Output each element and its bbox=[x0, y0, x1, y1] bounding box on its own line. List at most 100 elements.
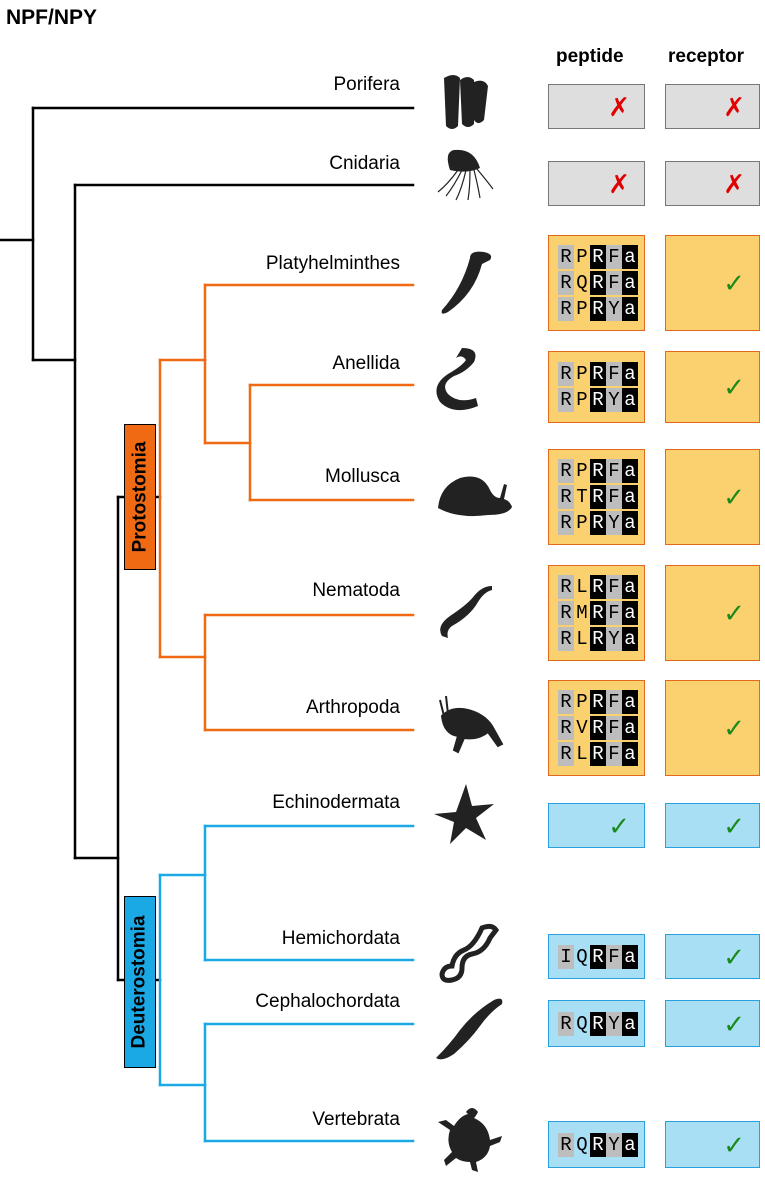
residue: R bbox=[558, 1132, 574, 1157]
residue: T bbox=[576, 486, 588, 508]
residue: R bbox=[558, 716, 574, 740]
turtle-icon bbox=[438, 1108, 502, 1172]
receptor-cell: ✓ bbox=[665, 1000, 760, 1047]
residue: V bbox=[576, 717, 588, 739]
taxon-label: Vertebrata bbox=[312, 1109, 400, 1130]
residue: R bbox=[558, 271, 574, 295]
residue: a bbox=[622, 459, 638, 483]
residue: a bbox=[622, 388, 638, 412]
taxon-label: Arthropoda bbox=[305, 697, 400, 718]
residue: R bbox=[590, 742, 606, 766]
taxon-label: Cnidaria bbox=[329, 153, 400, 174]
residue: R bbox=[558, 575, 574, 599]
residue: F bbox=[606, 601, 622, 625]
residue: R bbox=[590, 1011, 606, 1036]
peptide-column-header: peptide bbox=[556, 46, 624, 67]
residue: Y bbox=[606, 511, 622, 535]
residue: F bbox=[606, 690, 622, 714]
acorn-worm-icon bbox=[439, 923, 500, 983]
taxon-label: Nematoda bbox=[312, 580, 400, 601]
receptor-cell: ✗ bbox=[665, 161, 760, 206]
residue: Y bbox=[606, 388, 622, 412]
residue: R bbox=[558, 388, 574, 412]
residue: I bbox=[558, 944, 574, 969]
present-mark-icon: ✓ bbox=[723, 1009, 745, 1040]
residue: R bbox=[590, 601, 606, 625]
residue: Y bbox=[606, 297, 622, 321]
residue: a bbox=[622, 742, 638, 766]
receptor-cell: ✓ bbox=[665, 803, 760, 848]
taxon-label: Anellida bbox=[332, 353, 400, 374]
residue: R bbox=[590, 511, 606, 535]
receptor-cell: ✗ bbox=[665, 84, 760, 129]
present-mark-icon: ✓ bbox=[723, 373, 745, 403]
receptor-column-header: receptor bbox=[668, 46, 745, 67]
residue: F bbox=[606, 362, 622, 386]
residue: F bbox=[606, 271, 622, 295]
residue: R bbox=[558, 245, 574, 269]
taxon-label: Porifera bbox=[333, 74, 400, 95]
residue: a bbox=[622, 245, 638, 269]
residue: F bbox=[606, 742, 622, 766]
residue: a bbox=[622, 601, 638, 625]
lancelet-icon bbox=[436, 998, 503, 1060]
residue: Y bbox=[606, 1011, 622, 1036]
residue: R bbox=[590, 245, 606, 269]
residue: R bbox=[558, 690, 574, 714]
receptor-cell: ✓ bbox=[665, 565, 760, 661]
residue: a bbox=[622, 297, 638, 321]
absent-mark-icon: ✗ bbox=[723, 92, 745, 123]
protostomia-label: Protostomia bbox=[124, 424, 156, 570]
residue: a bbox=[622, 1011, 638, 1036]
residue: R bbox=[558, 1011, 574, 1036]
residue: R bbox=[590, 627, 606, 651]
residue: R bbox=[590, 362, 606, 386]
residue: Y bbox=[606, 1132, 622, 1157]
residue: a bbox=[622, 362, 638, 386]
receptor-cell: ✓ bbox=[665, 1121, 760, 1168]
residue: Y bbox=[606, 627, 622, 651]
receptor-cell: ✓ bbox=[665, 351, 760, 423]
absent-mark-icon: ✗ bbox=[608, 92, 630, 123]
taxon-label: Hemichordata bbox=[281, 928, 400, 949]
residue: P bbox=[576, 246, 588, 268]
present-mark-icon: ✓ bbox=[723, 811, 745, 842]
residue: R bbox=[590, 1132, 606, 1157]
residue: a bbox=[622, 271, 638, 295]
residue: P bbox=[576, 298, 588, 320]
residue: a bbox=[622, 716, 638, 740]
segmented-worm-icon bbox=[436, 348, 478, 411]
receptor-cell: ✓ bbox=[665, 235, 760, 331]
residue: a bbox=[622, 511, 638, 535]
residue: R bbox=[558, 511, 574, 535]
grasshopper-icon bbox=[439, 695, 504, 754]
residue: R bbox=[590, 485, 606, 509]
residue: R bbox=[558, 742, 574, 766]
receptor-cell: ✓ bbox=[665, 934, 760, 979]
residue: F bbox=[606, 944, 622, 969]
deuterostomia-label: Deuterostomia bbox=[124, 896, 156, 1068]
taxon-label: Mollusca bbox=[325, 466, 400, 487]
residue: R bbox=[590, 716, 606, 740]
residue: R bbox=[590, 575, 606, 599]
residue: F bbox=[606, 575, 622, 599]
peptide-cell: ✓ bbox=[548, 803, 645, 848]
residue: R bbox=[590, 271, 606, 295]
